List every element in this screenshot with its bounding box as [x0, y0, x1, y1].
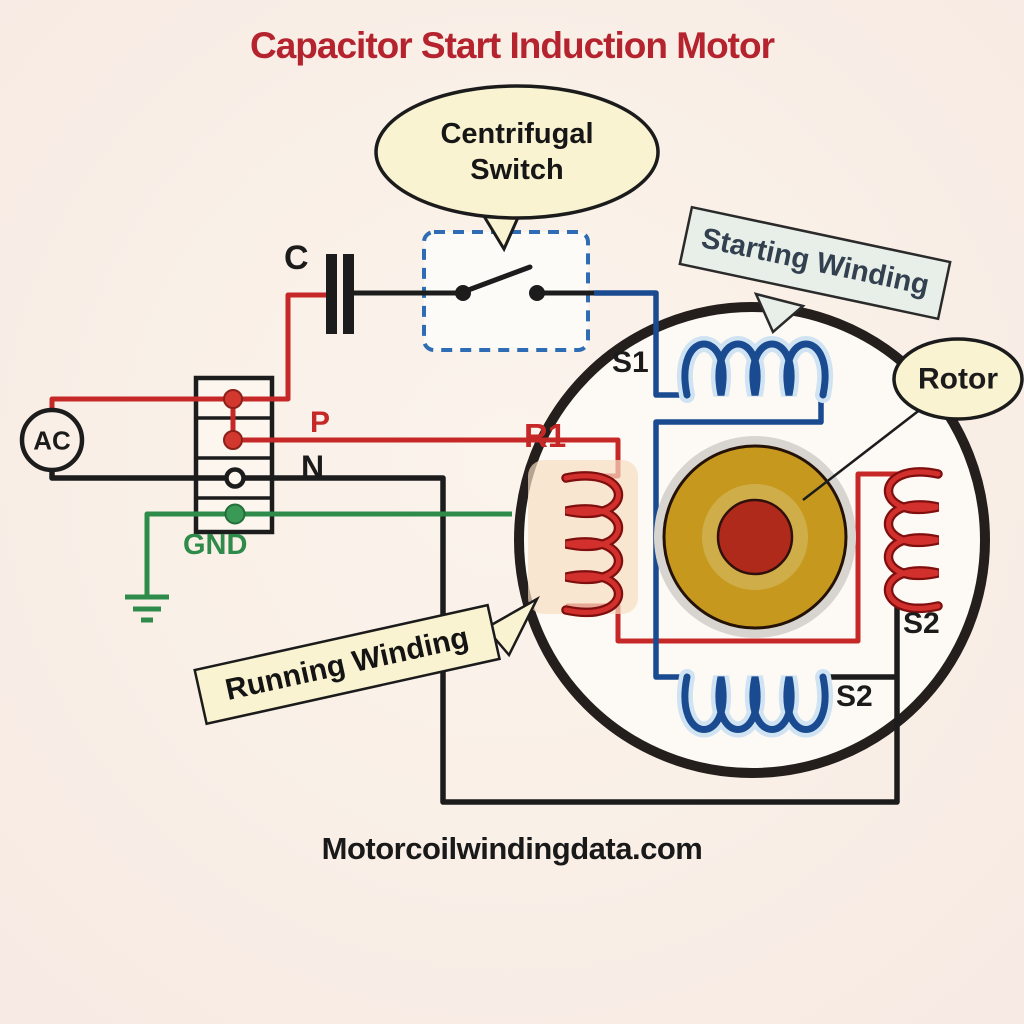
watermark-text: Motorcoilwindingdata.com — [321, 831, 703, 866]
switch-symbol — [354, 264, 594, 301]
coil-s2-bottom-label: S2 — [836, 680, 873, 713]
terminal-dots — [223, 389, 246, 525]
phase-label: P — [310, 406, 331, 439]
coil-s1-label: S1 — [612, 346, 649, 379]
coil-s2-right-label: S2 — [903, 607, 940, 640]
centrifugal-switch-callout — [374, 84, 660, 253]
terminal-dot-ground — [224, 503, 246, 525]
capacitor-symbol — [326, 254, 354, 334]
ground-label: GND — [183, 529, 248, 561]
rotor-label: Rotor — [918, 362, 998, 396]
terminal-dot-line — [223, 389, 243, 409]
starting-winding-coil-s1-top — [677, 336, 833, 403]
terminal-dot-neutral — [224, 467, 246, 489]
running-winding-callout — [193, 595, 540, 726]
rotor — [654, 436, 856, 638]
ac-source-label: AC — [33, 425, 71, 456]
starting-winding-coil-s2-bottom — [677, 669, 833, 738]
running-winding-coil-r1 — [561, 471, 624, 618]
running-winding-coil-s2-right — [883, 467, 943, 614]
rotor-pointer-line — [802, 401, 931, 501]
page-title: Capacitor Start Induction Motor — [250, 25, 775, 66]
centrifugal-switch-label-line1: Centrifugal — [440, 118, 594, 150]
neutral-label: N — [301, 449, 325, 485]
terminal-dot-phase — [223, 430, 243, 450]
centrifugal-switch-label-line2: Switch — [470, 154, 564, 187]
coil-r1-label: R1 — [524, 417, 567, 454]
centrifugal-switch-label: Centrifugal Switch — [440, 116, 593, 189]
capacitor-label: C — [284, 239, 309, 277]
rotor-callout — [892, 337, 1024, 421]
starting-winding-callout — [678, 205, 952, 335]
ac-source-symbol — [19, 407, 85, 473]
ground-wire — [125, 511, 512, 623]
